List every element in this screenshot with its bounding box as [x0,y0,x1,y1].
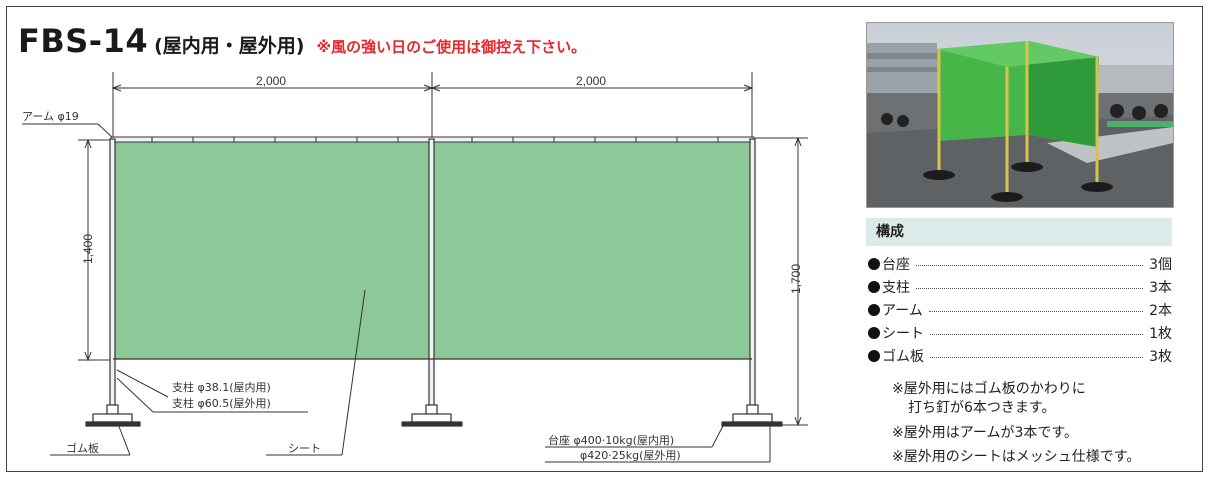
rubber-leader [50,423,131,456]
spec-item-name: シート [882,325,924,342]
sheet-panel-right [434,141,752,359]
model-name: FBS-14 [18,22,149,60]
spec-item: 支柱 3本 [866,275,1172,298]
usage-label: (屋内用・屋外用) [154,35,305,57]
note-2: 打ち釘が6本つきます。 [908,400,1056,416]
dotted-leader [916,265,1144,266]
note-4: ※屋外用のシートはメッシュ仕様です。 [892,449,1141,465]
dotted-leader [930,334,1144,335]
base-indoor-label: 台座 φ400·10kg(屋内用) [548,434,675,447]
post-leaders [116,369,308,413]
wind-warning: ※風の強い日のご使用は御控え下さい。 [316,38,587,56]
page-frame [6,6,1203,472]
product-title: FBS-14 (屋内用・屋外用) ※風の強い日のご使用は御控え下さい。 [18,22,586,66]
spec-item-name: ゴム板 [882,348,924,365]
post-indoor-label: 支柱 φ38.1(屋内用) [172,381,271,394]
width-dimension-lines [111,72,754,138]
width-left-label: 2,000 [256,74,287,88]
sheet-panel-left [113,141,431,359]
spec-item-qty: 2本 [1149,302,1172,319]
spec-item-name: アーム [882,302,923,319]
spec-item-name: 台座 [882,256,910,273]
sheet-height-label: 1,400 [81,233,96,265]
dotted-leader [928,311,1144,312]
product-photo [866,22,1174,208]
bullet-icon [868,326,880,339]
arm-label: アーム φ19 [22,110,79,123]
note-1: ※屋外用にはゴム板のかわりに [892,381,1086,397]
bullet-icon [868,257,880,270]
rubber-label: ゴム板 [66,442,99,455]
spec-heading: 構成 [866,218,1172,246]
spec-item-name: 支柱 [882,279,910,296]
width-right-label: 2,000 [576,74,607,88]
sheet-leader [266,289,366,456]
spec-item-qty: 3枚 [1149,348,1172,365]
arm-leader [22,123,115,140]
sheet-height-dimension [78,138,112,362]
bullet-icon [868,280,880,293]
note-3: ※屋外用はアームが3本です。 [892,425,1078,441]
spec-item: アーム 2本 [866,298,1172,321]
bases [85,404,783,427]
dotted-leader [930,357,1144,358]
spec-item-qty: 3本 [1149,279,1172,296]
spec-item: 台座 3個 [866,252,1172,275]
bullet-icon [868,303,880,316]
spec-item: ゴム板 3枚 [866,344,1172,367]
base-outdoor-label: φ420·25kg(屋外用) [580,449,681,462]
post-outdoor-label: 支柱 φ60.5(屋外用) [172,397,271,410]
base-leaders [545,423,771,463]
spec-item-qty: 1枚 [1149,325,1172,342]
spec-item-qty: 3個 [1149,256,1172,273]
total-height-label: 1,700 [789,263,804,295]
dotted-leader [916,288,1144,289]
spec-item: シート 1枚 [866,321,1172,344]
bullet-icon [868,349,880,362]
sheet-label: シート [288,442,321,455]
spec-list: 台座 3個 支柱 3本 アーム 2本 シート 1枚 ゴム板 3枚 [866,252,1172,367]
